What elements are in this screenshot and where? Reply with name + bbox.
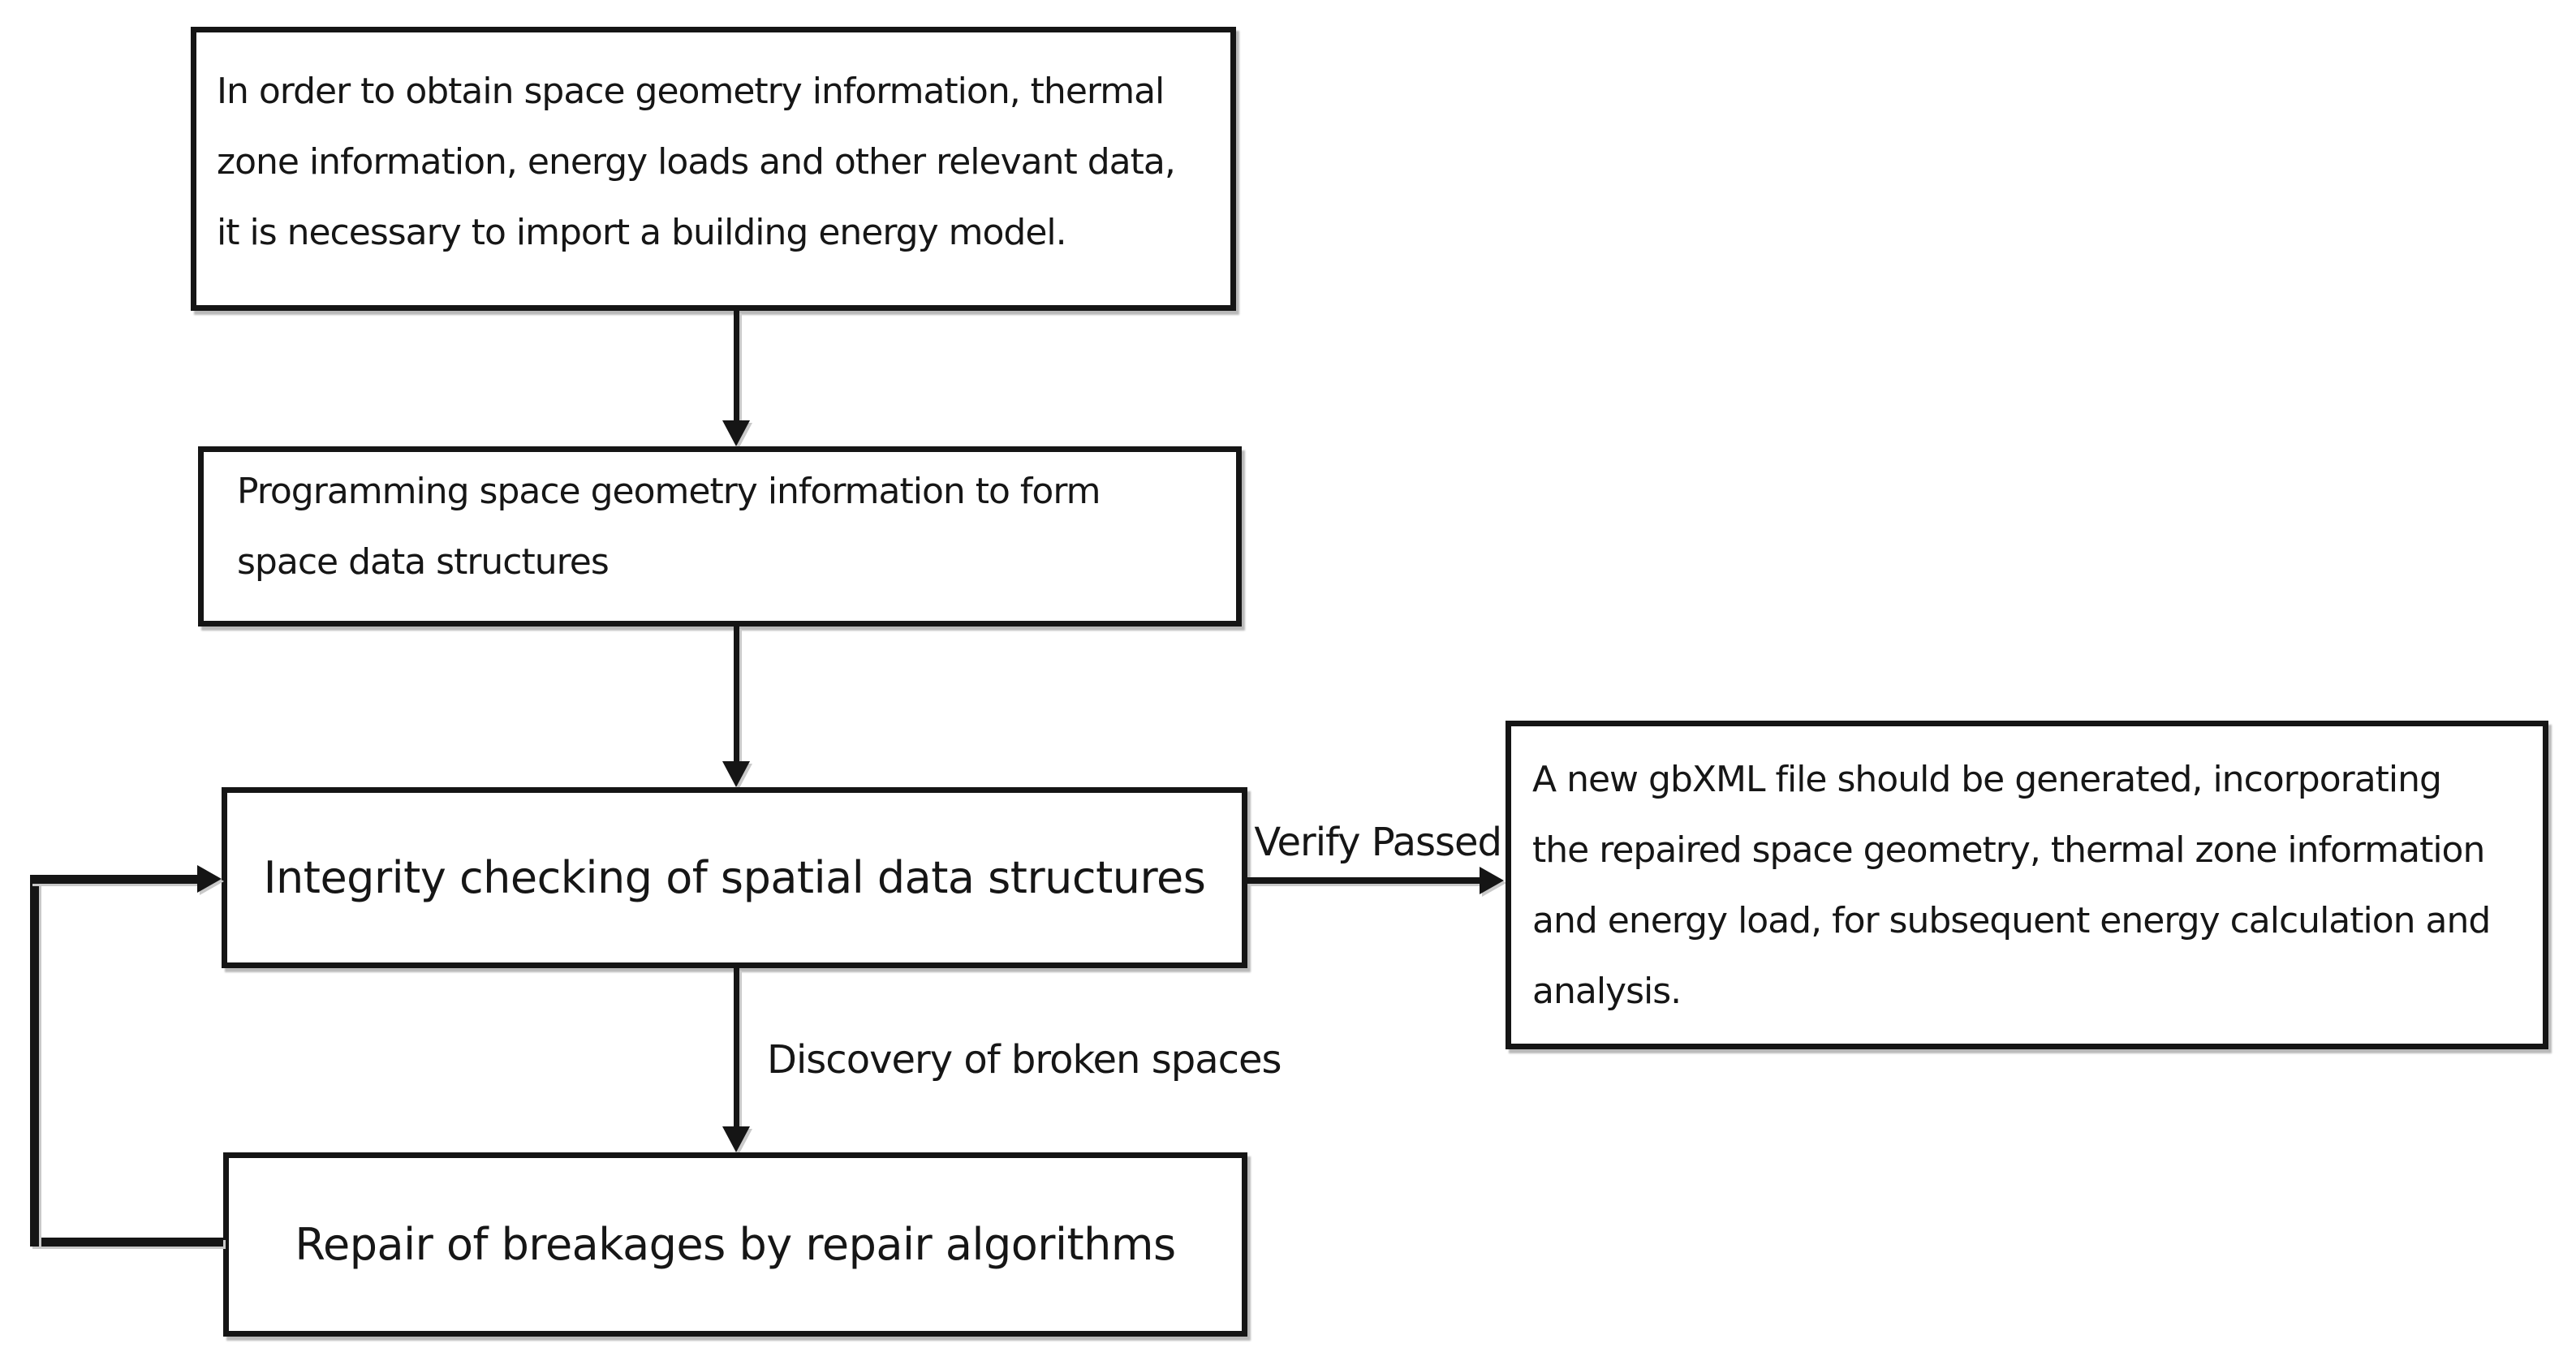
box-gbxml-generation: A new gbXML file should be generated, in… — [1506, 721, 2548, 1049]
box-integrity-checking: Integrity checking of spatial data struc… — [222, 787, 1247, 968]
box-text-line: Integrity checking of spatial data struc… — [263, 851, 1206, 903]
box-text-line: and energy load, for subsequent energy c… — [1532, 899, 2491, 941]
arrowhead-down-icon — [722, 420, 750, 446]
edge-label-verify-passed: Verify Passed — [1254, 820, 1502, 865]
arrowhead-down-icon — [722, 761, 750, 787]
arrowhead-right-icon — [197, 865, 222, 893]
loop-left-segment — [30, 875, 39, 1247]
box-text-line: analysis. — [1532, 970, 1682, 1012]
loop-top-segment — [30, 875, 197, 884]
arrow-programming-to-integrity — [734, 627, 739, 763]
arrow-integrity-to-repair — [734, 968, 739, 1128]
loop-bottom-segment — [30, 1238, 223, 1247]
box-text-line: A new gbXML file should be generated, in… — [1532, 758, 2442, 800]
arrow-integrity-to-gbxml — [1247, 877, 1481, 884]
edge-label-discovery-broken-spaces: Discovery of broken spaces — [767, 1037, 1282, 1083]
box-text-line: zone information, energy loads and other… — [217, 140, 1176, 183]
arrow-import-to-programming — [734, 311, 739, 422]
box-text-line: it is necessary to import a building ene… — [217, 211, 1067, 253]
box-programming-space-data: Programming space geometry information t… — [198, 446, 1242, 627]
arrowhead-down-icon — [722, 1126, 750, 1152]
arrowhead-right-icon — [1480, 867, 1504, 894]
box-text-line: Programming space geometry information t… — [237, 471, 1101, 512]
box-text-line: Repair of breakages by repair algorithms — [295, 1218, 1176, 1270]
box-text-line: the repaired space geometry, thermal zon… — [1532, 829, 2485, 871]
box-text-line: In order to obtain space geometry inform… — [217, 70, 1165, 112]
box-import-model: In order to obtain space geometry inform… — [191, 27, 1236, 311]
box-text-line: space data structures — [237, 541, 610, 583]
box-repair-breakages: Repair of breakages by repair algorithms — [223, 1152, 1247, 1337]
